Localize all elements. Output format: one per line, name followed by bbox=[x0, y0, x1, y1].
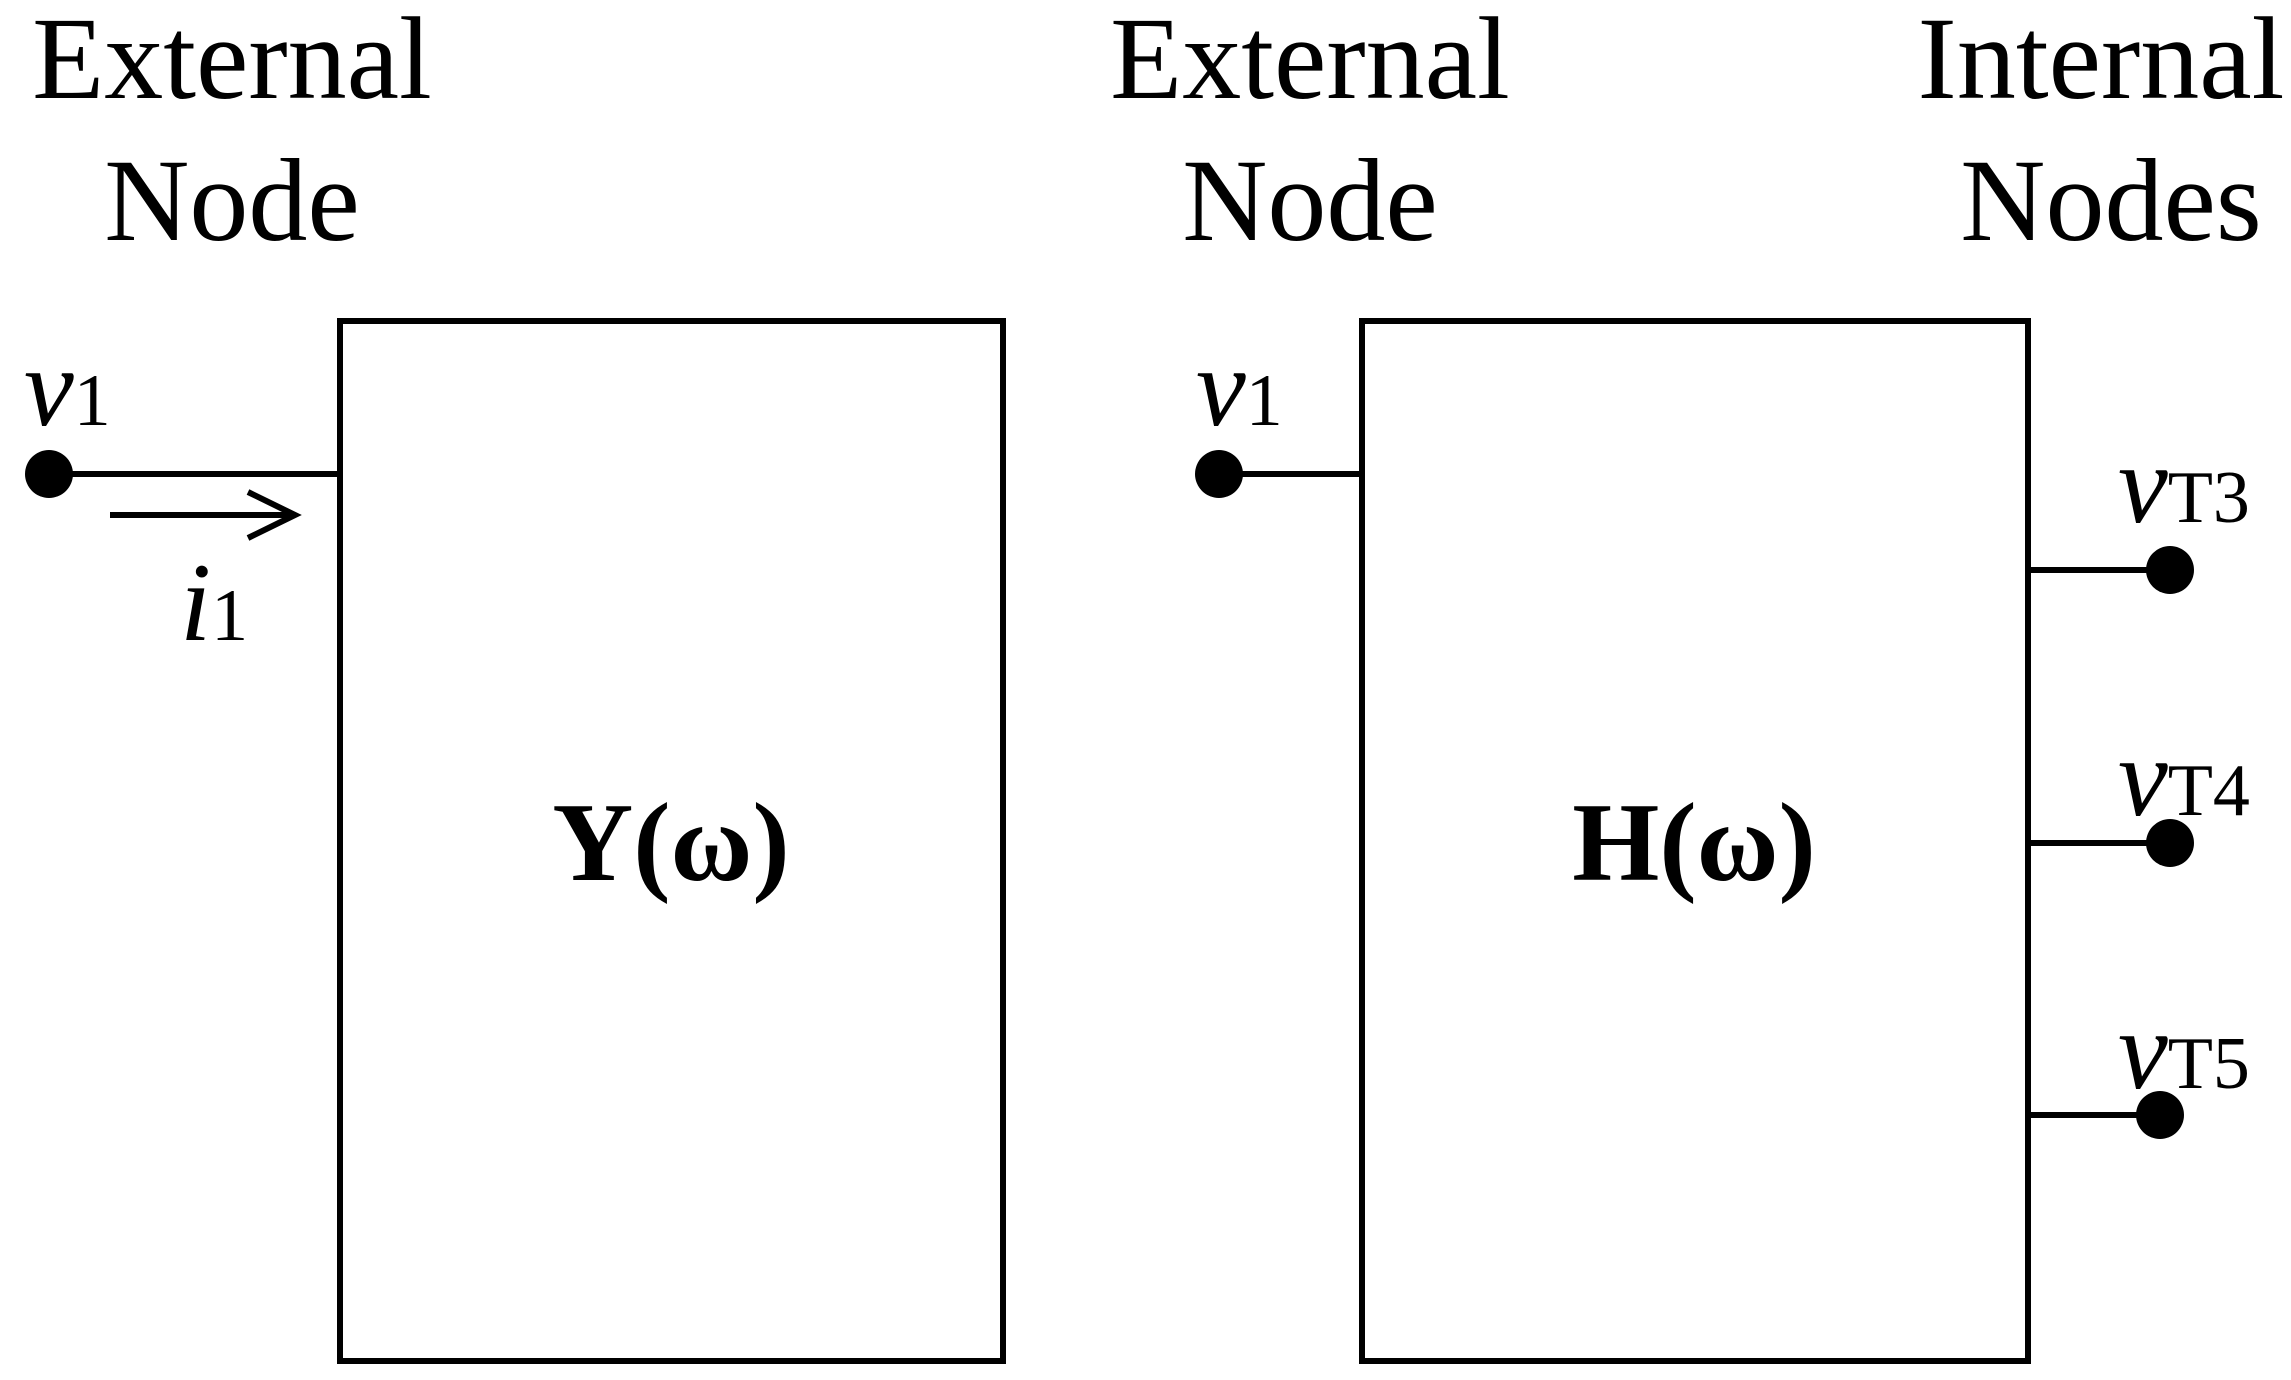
right-external-header-line1: External bbox=[1110, 0, 1510, 124]
left-header-line1: External bbox=[32, 0, 432, 124]
right-external-header-line2: Node bbox=[1182, 135, 1438, 266]
left-current-label: i1 bbox=[180, 541, 248, 665]
output-label-t4: vT4 bbox=[2118, 716, 2250, 840]
output-label-t3: vT3 bbox=[2118, 423, 2250, 547]
output-label-t5: vT5 bbox=[2118, 989, 2250, 1113]
left-current-subscript: 1 bbox=[211, 575, 248, 657]
right-voltage-label: v1 bbox=[1196, 326, 1283, 450]
transfer-block-label: H(ω) bbox=[1572, 781, 1816, 905]
internal-header-line2: Nodes bbox=[1960, 135, 2262, 266]
output-node-t4: vT4 bbox=[2028, 716, 2250, 867]
output-node-dot-t5 bbox=[2136, 1091, 2184, 1139]
right-panel: External Node Internal Nodes H(ω) v1 vT3… bbox=[1110, 0, 2285, 1364]
left-voltage-subscript: 1 bbox=[74, 360, 111, 442]
admittance-block bbox=[337, 318, 1006, 1364]
output-node-t5: vT5 bbox=[2028, 989, 2250, 1139]
current-arrow-icon bbox=[110, 489, 302, 541]
admittance-block-label: Y(ω) bbox=[552, 781, 789, 905]
output-subscript-t3: T3 bbox=[2168, 457, 2250, 539]
right-voltage-subscript: 1 bbox=[1246, 360, 1283, 442]
output-symbol-t3: v bbox=[2118, 423, 2168, 547]
output-subscript-t4: T4 bbox=[2168, 750, 2250, 832]
left-voltage-label: v1 bbox=[24, 326, 111, 450]
output-node-dot-t3 bbox=[2146, 546, 2194, 594]
output-symbol-t4: v bbox=[2118, 716, 2168, 840]
output-node-t3: vT3 bbox=[2028, 423, 2250, 594]
left-panel: External Node Y(ω) v1 i1 bbox=[24, 0, 1006, 1364]
internal-header-line1: Internal bbox=[1918, 0, 2285, 124]
left-current-symbol: i bbox=[180, 541, 211, 665]
output-symbol-t5: v bbox=[2118, 989, 2168, 1113]
right-voltage-symbol: v bbox=[1196, 326, 1246, 450]
output-node-dot-t4 bbox=[2146, 819, 2194, 867]
left-voltage-symbol: v bbox=[24, 326, 74, 450]
output-subscript-t5: T5 bbox=[2168, 1023, 2250, 1105]
left-header-line2: Node bbox=[104, 135, 360, 266]
